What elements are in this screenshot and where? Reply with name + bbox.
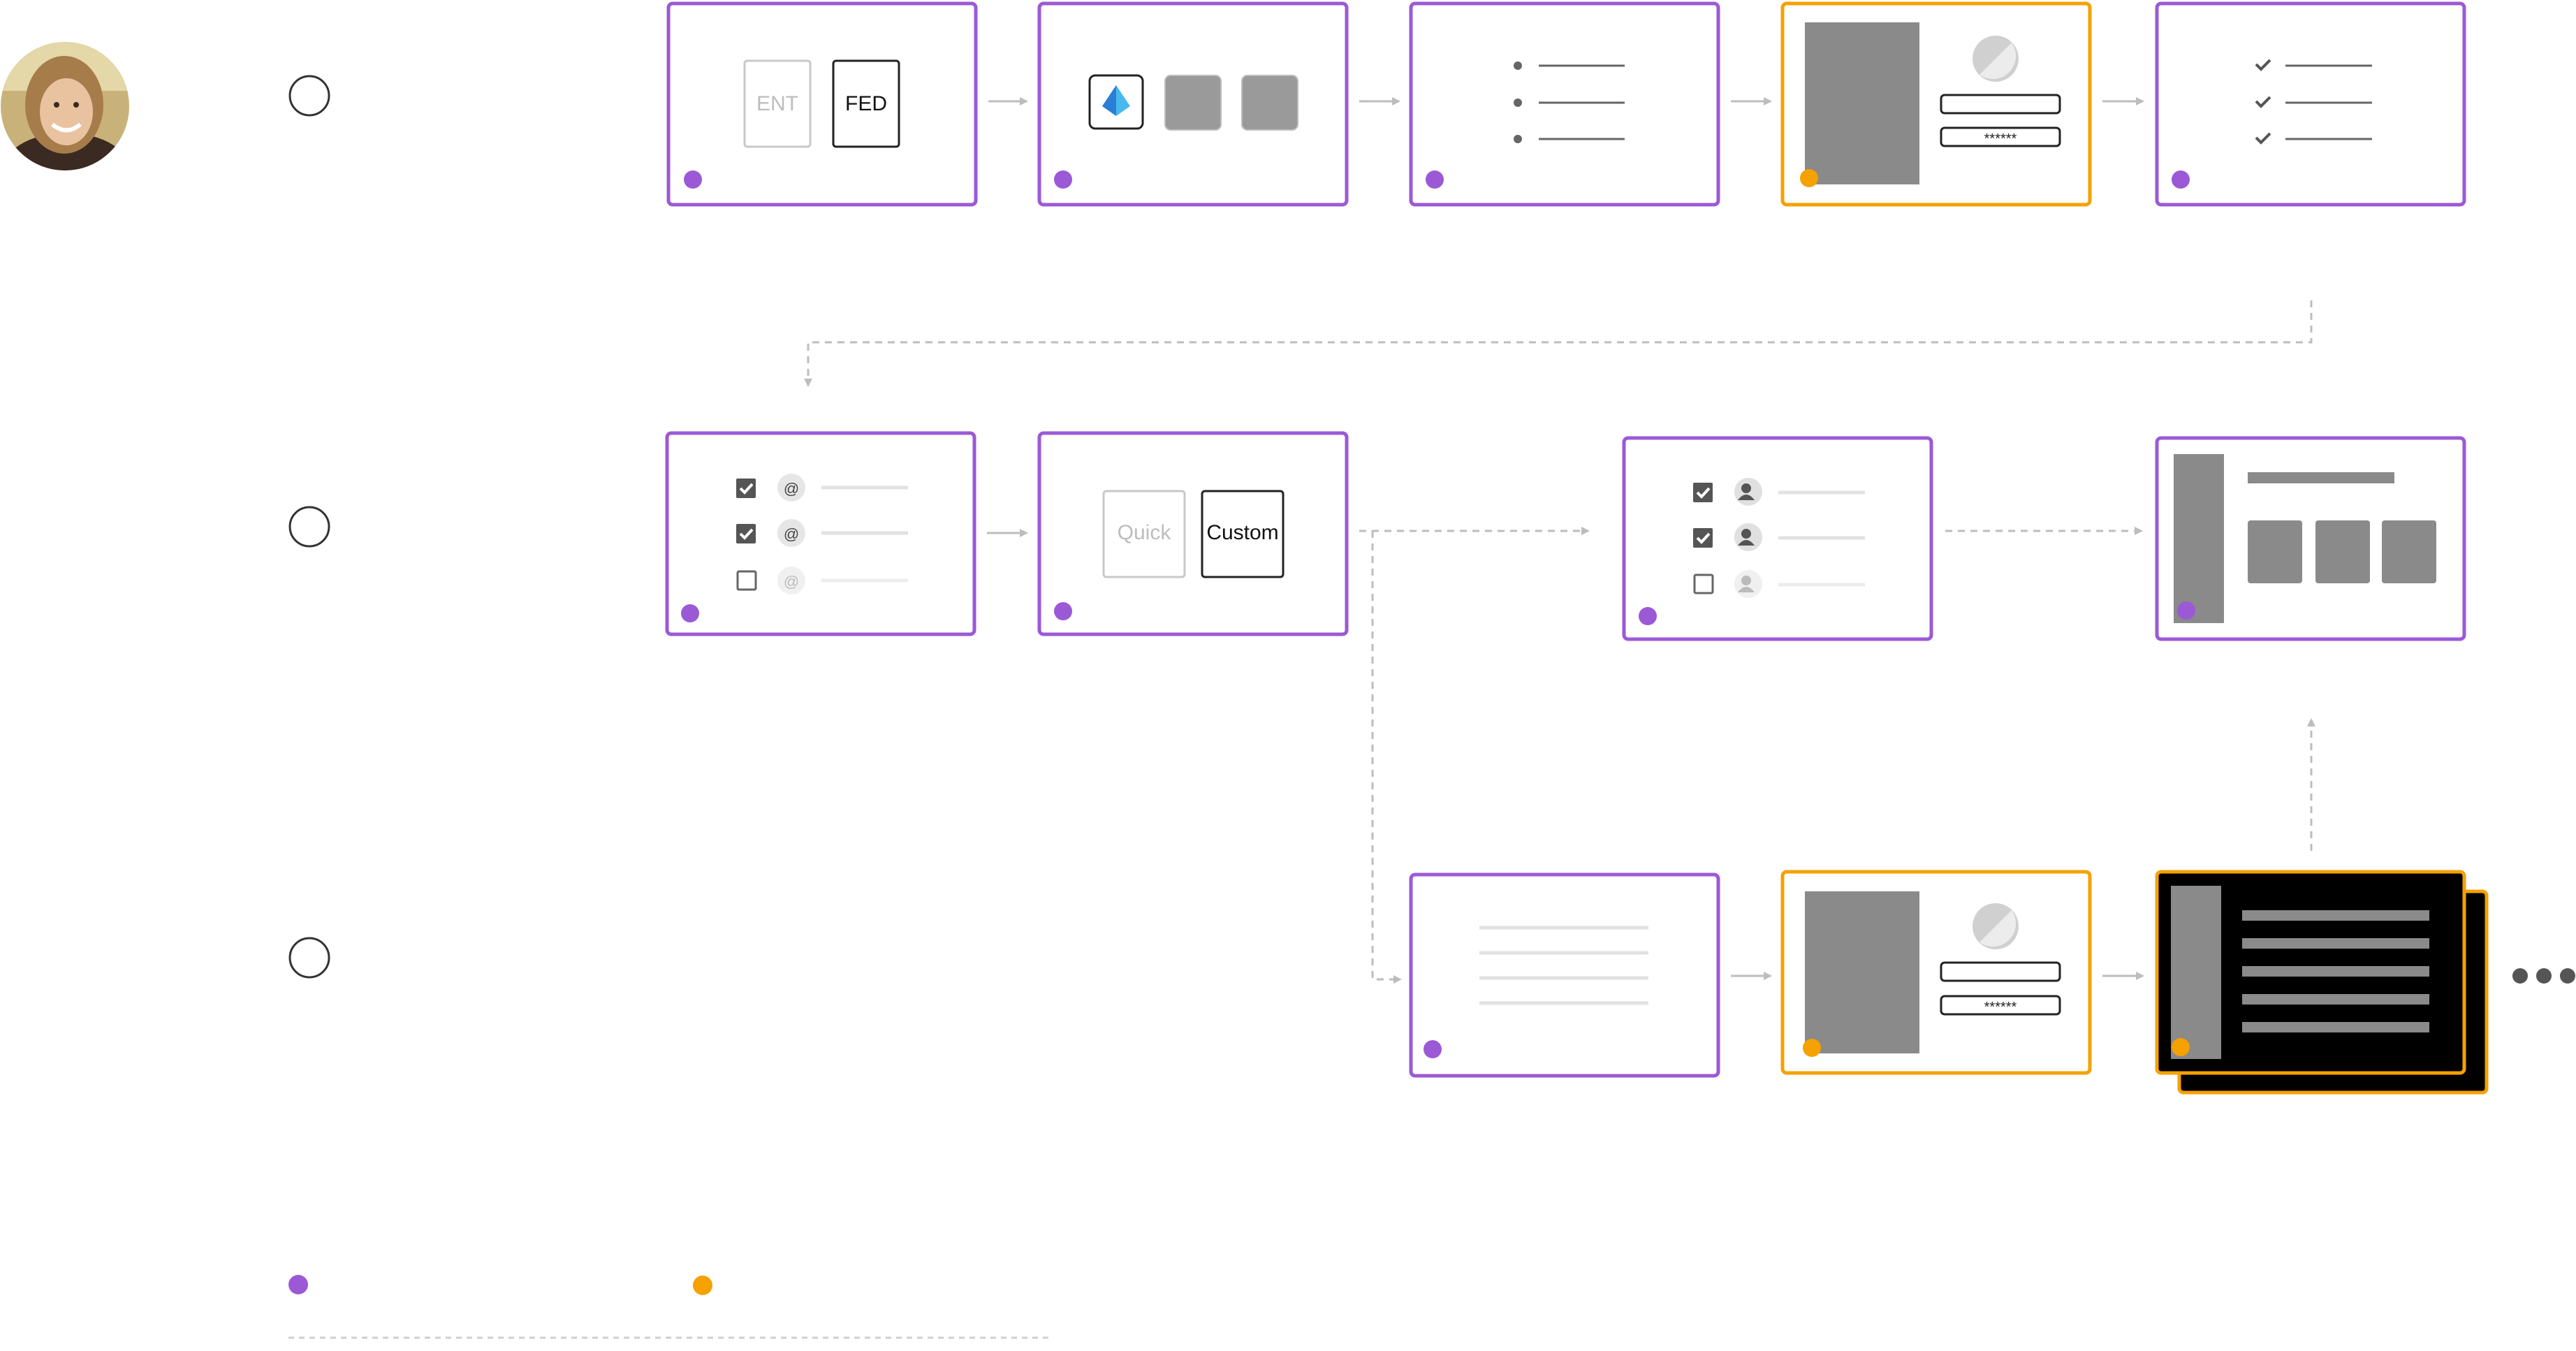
custom-label: Custom xyxy=(1206,521,1278,544)
password-field[interactable] xyxy=(1940,995,2061,1016)
app-option-placeholder[interactable] xyxy=(1241,75,1298,131)
purple-status-dot xyxy=(1639,607,1657,625)
flow-connector xyxy=(804,300,2313,387)
orange-status-dot xyxy=(2172,1038,2190,1056)
password-mask: ****** xyxy=(1984,1000,2017,1015)
legend-orange-dot xyxy=(693,1276,712,1295)
step-marker-3 xyxy=(288,937,330,979)
woman-avatar-photo-icon xyxy=(1,42,129,170)
sign-in-side-panel xyxy=(1805,891,1919,1053)
quick-option[interactable] xyxy=(1102,490,1186,578)
card-sign-in-2[interactable]: ****** xyxy=(1780,870,2092,1075)
purple-status-dot xyxy=(1426,170,1444,189)
flow-connector xyxy=(1371,531,1402,984)
legend xyxy=(288,1275,1053,1339)
card-tenant-type[interactable]: ENT FED xyxy=(666,1,978,207)
card-dark-app[interactable] xyxy=(2155,870,2489,1095)
card-dashboard xyxy=(2155,436,2466,641)
azure-ad-pyramid-icon xyxy=(1102,85,1130,116)
purple-status-dot xyxy=(2177,601,2195,620)
card-text-page xyxy=(1409,872,1720,1078)
purple-status-dot xyxy=(684,170,702,189)
orange-status-dot xyxy=(1800,169,1818,187)
card-checklist xyxy=(2155,1,2466,207)
password-mask: ****** xyxy=(1984,131,2017,147)
ent-option[interactable] xyxy=(743,59,812,148)
fed-option[interactable] xyxy=(832,59,900,148)
step-marker-2 xyxy=(288,506,330,548)
svg-text:@: @ xyxy=(784,525,799,543)
step-marker-1 xyxy=(288,75,330,117)
card-email-select[interactable]: @ @ @ xyxy=(665,431,976,636)
purple-status-dot xyxy=(681,604,699,622)
svg-text:@: @ xyxy=(784,480,799,497)
app-option-placeholder[interactable] xyxy=(1164,75,1222,131)
purple-status-dot xyxy=(1424,1040,1442,1058)
purple-status-dot xyxy=(2172,170,2190,189)
fed-label: FED xyxy=(845,92,887,115)
quick-label: Quick xyxy=(1118,521,1172,544)
password-field[interactable] xyxy=(1940,126,2061,147)
card-sign-in[interactable]: ****** xyxy=(1780,1,2092,207)
username-field[interactable] xyxy=(1940,94,2061,115)
username-field[interactable] xyxy=(1940,961,2061,982)
card-bullet-list xyxy=(1409,1,1720,207)
card-user-select[interactable] xyxy=(1622,436,1933,641)
purple-status-dot xyxy=(1054,602,1072,620)
purple-status-dot xyxy=(1054,170,1072,189)
legend-purple-dot xyxy=(288,1275,308,1294)
ent-label: ENT xyxy=(756,92,798,115)
sign-in-side-panel xyxy=(1805,22,1919,184)
more-dots-icon[interactable] xyxy=(2512,968,2575,984)
card-setup-mode[interactable]: Quick Custom xyxy=(1037,431,1349,636)
card-app-choice[interactable] xyxy=(1037,1,1349,207)
svg-text:@: @ xyxy=(784,573,799,590)
orange-status-dot xyxy=(1803,1039,1821,1057)
custom-option[interactable] xyxy=(1201,490,1285,578)
